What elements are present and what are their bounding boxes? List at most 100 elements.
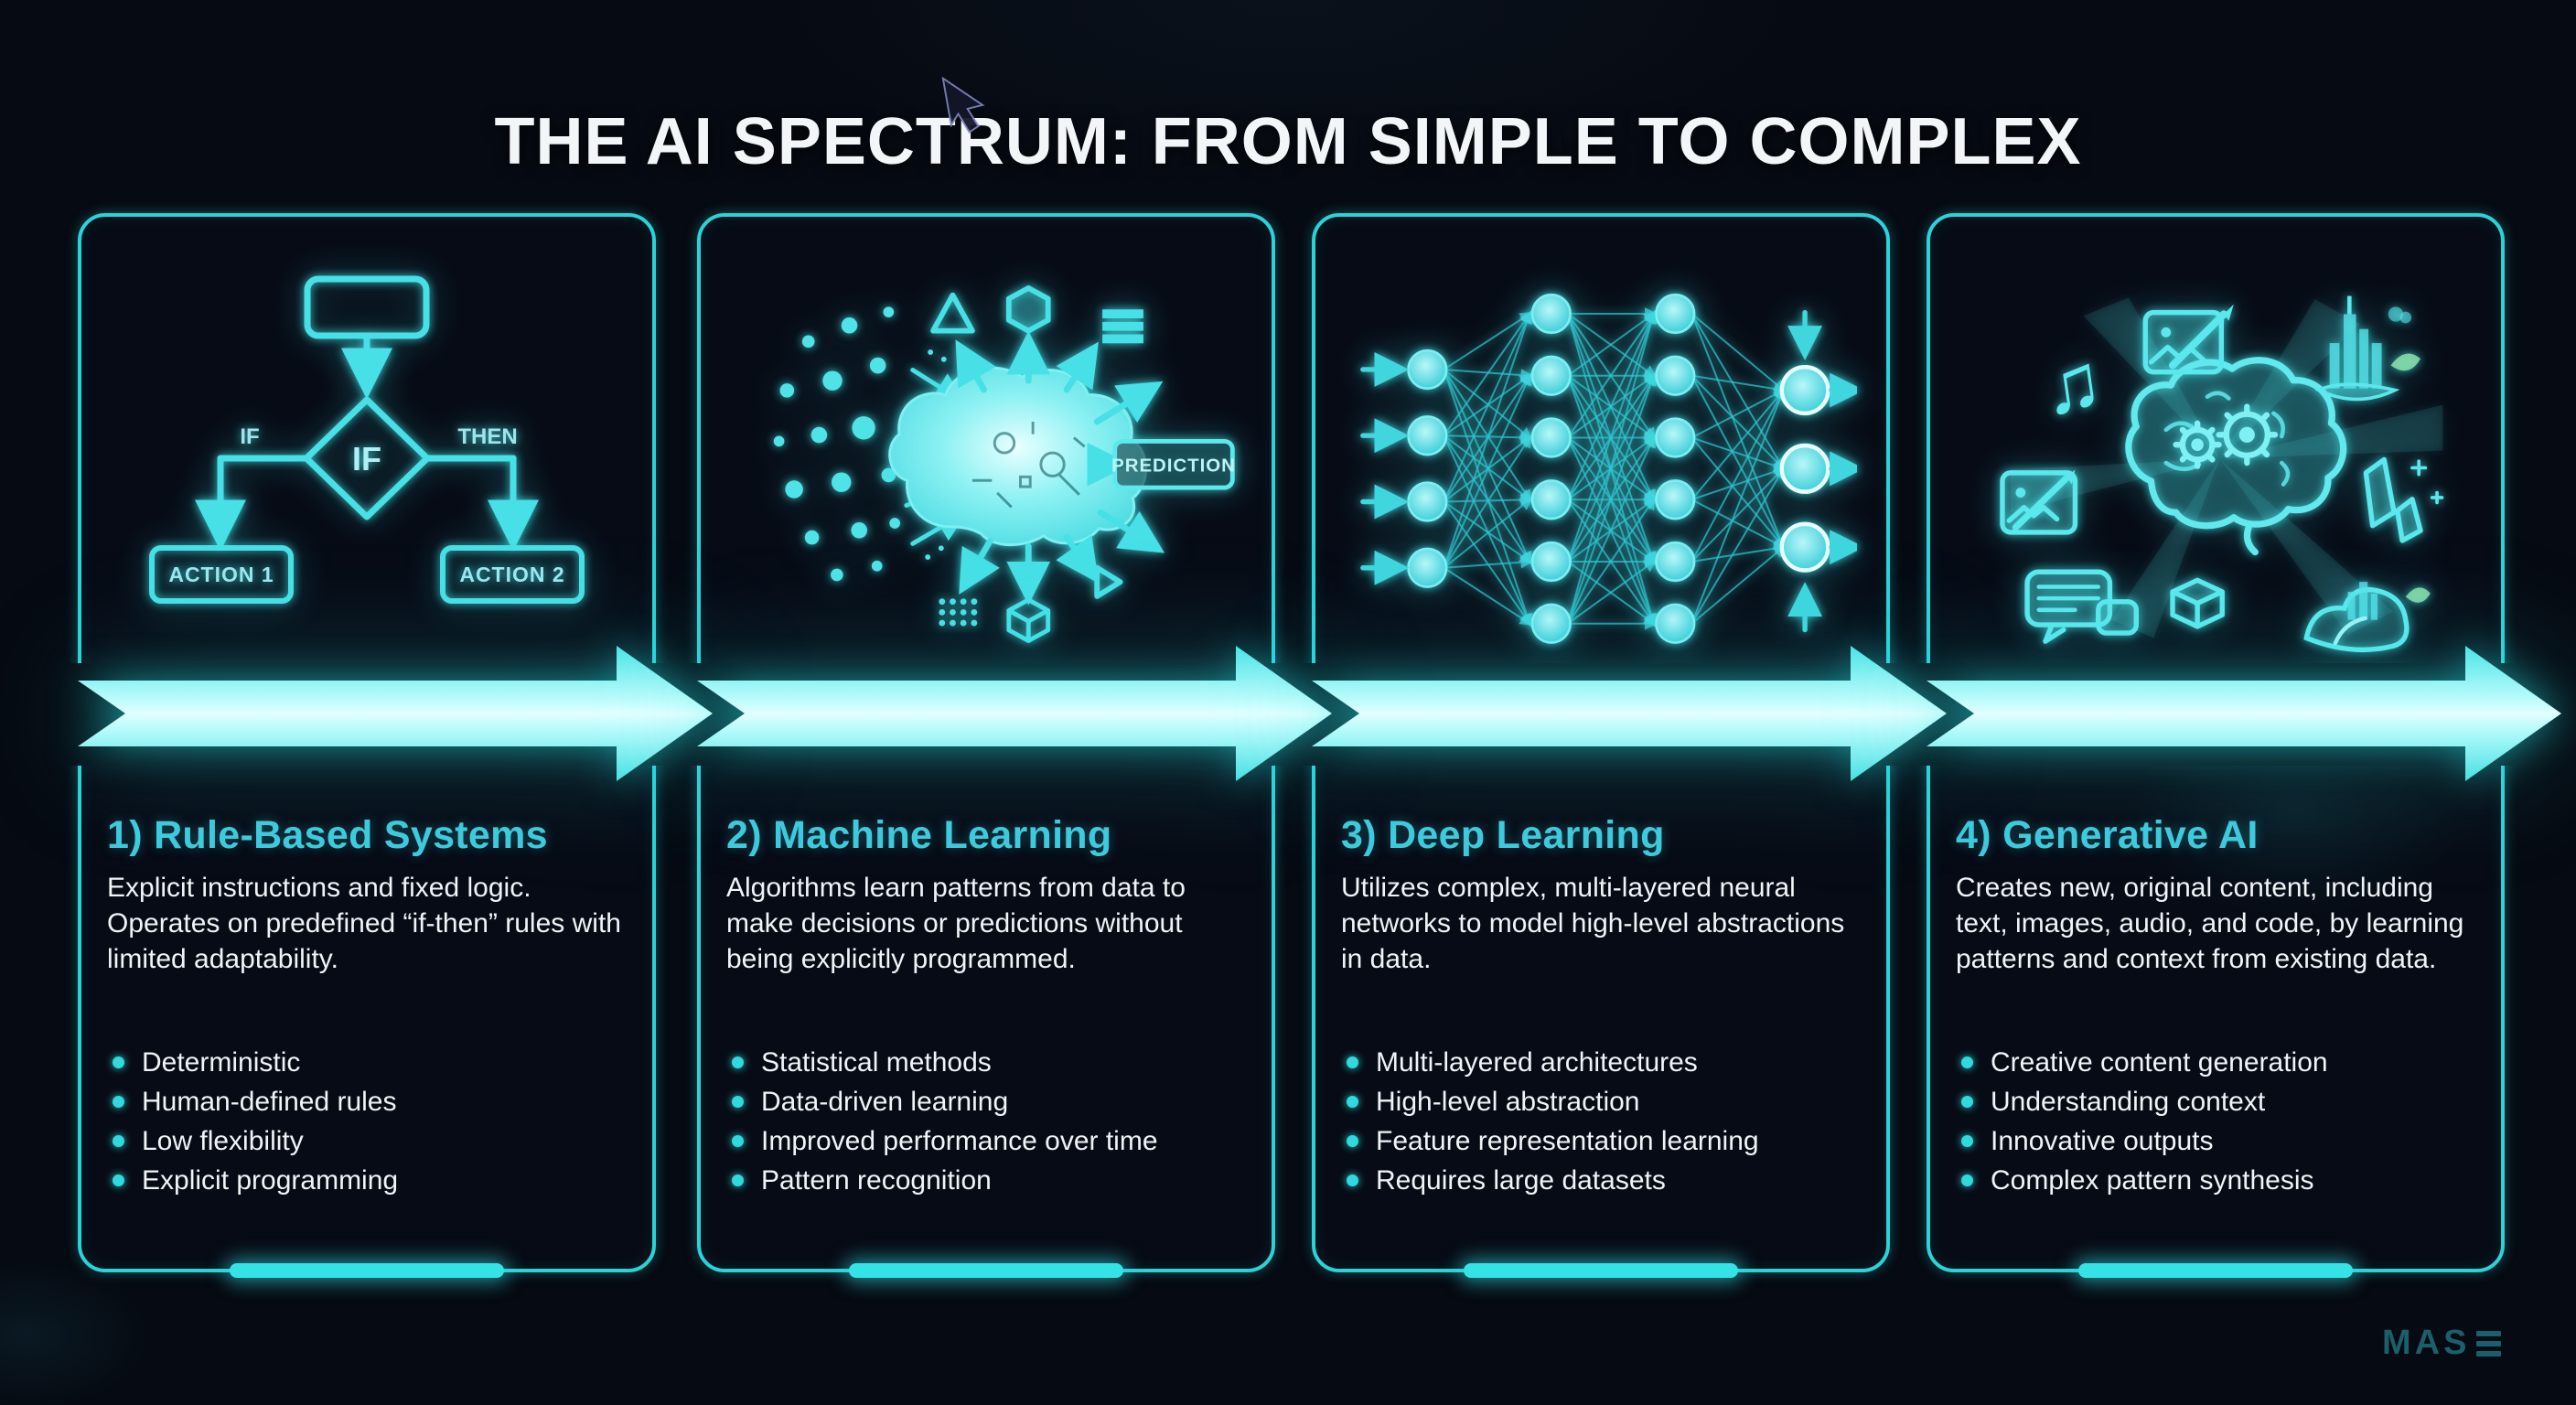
bullet-dot-icon: [1347, 1135, 1358, 1147]
brain-gears-icon: [2125, 357, 2347, 556]
image-paintbrush-icon: [2142, 304, 2234, 375]
nn-link: [1691, 436, 1787, 472]
nn-link: [1567, 310, 1657, 439]
nn-link: [1443, 497, 1533, 569]
stacked-bars-icon: [1102, 309, 1143, 344]
prediction-label: PREDICTION: [1111, 456, 1236, 477]
flow-action2-label: ACTION 2: [459, 563, 564, 586]
spectrum-arrow-1: [78, 646, 713, 781]
nn-link: [1567, 496, 1657, 625]
dot-grid-icon: [939, 598, 978, 627]
panel-bullet-list: Deterministic Human-defined rules Low fl…: [107, 1043, 634, 1200]
nn-link: [1690, 466, 1787, 563]
nn-link: [1566, 434, 1656, 625]
bullet-item: Complex pattern synthesis: [1956, 1161, 2483, 1200]
nn-link: [1444, 555, 1534, 569]
bullet-dot-icon: [732, 1135, 744, 1147]
nn-link: [1443, 434, 1532, 565]
bullet-dot-icon: [113, 1056, 124, 1068]
panel-bullet-list: Statistical methods Data-driven learning…: [726, 1043, 1253, 1200]
bullet-item: Multi-layered architectures: [1341, 1043, 1868, 1082]
bullet-item: Data-driven learning: [726, 1082, 1253, 1121]
nn-link: [1690, 313, 1787, 551]
card-bottom-glow-bar: [849, 1263, 1123, 1278]
nn-node: [1407, 481, 1448, 522]
flow-if-diamond: [303, 396, 431, 520]
panel-heading: 4) Generative AI: [1956, 813, 2259, 857]
nn-link: [1690, 465, 1786, 625]
arrow-shape: [78, 646, 713, 781]
bullet-item: High-level abstraction: [1341, 1082, 1868, 1121]
nn-link: [1566, 310, 1656, 500]
bullet-item: Deterministic: [107, 1043, 634, 1082]
nn-connections: [1443, 307, 1787, 630]
arrow-shape: [1927, 646, 2561, 781]
flow-action2-box: [440, 545, 585, 604]
bullet-item: Explicit programming: [107, 1161, 634, 1200]
nn-link: [1690, 313, 1786, 472]
bullet-item: Understanding context: [1956, 1082, 2483, 1121]
spectrum-arrow-4: [1927, 646, 2561, 781]
page-title: THE AI SPECTRUM: FROM SIMPLE TO COMPLEX: [494, 105, 2082, 179]
panel-heading: 2) Machine Learning: [726, 813, 1112, 857]
nn-link: [1444, 493, 1534, 507]
nn-link: [1444, 431, 1534, 445]
leaf-icon: [2390, 353, 2420, 371]
nn-node: [1530, 603, 1572, 644]
triangle-icon: [930, 292, 975, 334]
nn-node: [1779, 443, 1830, 494]
bullet-item: Feature representation learning: [1341, 1121, 1868, 1161]
bullet-item: Creative content generation: [1956, 1043, 2483, 1082]
nn-link: [1567, 559, 1658, 625]
bullet-item: Innovative outputs: [1956, 1121, 2483, 1161]
panel-description: Utilizes complex, multi-layered neural n…: [1341, 873, 1845, 974]
nn-node: [1530, 355, 1572, 396]
bullet-dot-icon: [113, 1135, 124, 1147]
bullet-dot-icon: [1961, 1174, 1973, 1186]
nn-link: [1690, 386, 1787, 625]
bullet-dot-icon: [1961, 1096, 1973, 1108]
nn-node: [1407, 415, 1448, 456]
nn-node: [1655, 293, 1696, 335]
play-triangle-icon: [1094, 564, 1123, 599]
panel-heading: 3) Deep Learning: [1341, 813, 1665, 857]
bullet-item: Statistical methods: [726, 1043, 1253, 1082]
data-cloud-illustration: PREDICTION: [773, 284, 1236, 643]
city-leaf-icon: [2314, 295, 2420, 402]
bullet-dot-icon: [113, 1096, 124, 1108]
nn-link: [1566, 310, 1658, 624]
cube-icon: [1006, 597, 1051, 643]
flowchart-illustration: IF IF THEN ACTION 1 ACTION 2: [149, 275, 585, 604]
nn-link: [1567, 311, 1658, 377]
output-arrows-and-shapes: [930, 284, 1165, 606]
leaf-icon: [2405, 587, 2431, 603]
nn-link: [1443, 369, 1533, 440]
bullet-dot-icon: [732, 1056, 744, 1068]
brand-logo: MAS: [2382, 1324, 2502, 1363]
nn-node: [1655, 417, 1696, 458]
spectrum-arrow-3: [1312, 646, 1947, 781]
nn-link: [1690, 544, 1787, 625]
nn-link: [1566, 310, 1658, 563]
nn-link: [1690, 436, 1787, 551]
flow-action1-label: ACTION 1: [168, 563, 274, 586]
logo-e-bars-icon: [2476, 1330, 2502, 1357]
nn-link: [1443, 434, 1532, 569]
bullet-dot-icon: [1347, 1056, 1358, 1068]
nn-node: [1407, 349, 1448, 391]
nn-io-arrows: [1360, 309, 1857, 633]
flow-action1-box: [149, 545, 294, 604]
panel-description: Creates new, original content, including…: [1956, 873, 2464, 974]
hexagon-icon: [1005, 284, 1051, 334]
nn-link: [1691, 465, 1787, 501]
card-bottom-glow-bar: [2078, 1263, 2353, 1278]
nn-link: [1691, 374, 1787, 395]
panel-bullet-list: Creative content generation Understandin…: [1956, 1043, 2483, 1200]
nn-node: [1407, 547, 1448, 588]
nn-link: [1690, 313, 1787, 393]
nn-link: [1566, 371, 1658, 625]
nn-link: [1443, 310, 1533, 569]
card-bottom-glow-bar: [1464, 1263, 1738, 1278]
spectrum-arrow-2: [697, 646, 1332, 781]
nn-node: [1530, 541, 1572, 583]
